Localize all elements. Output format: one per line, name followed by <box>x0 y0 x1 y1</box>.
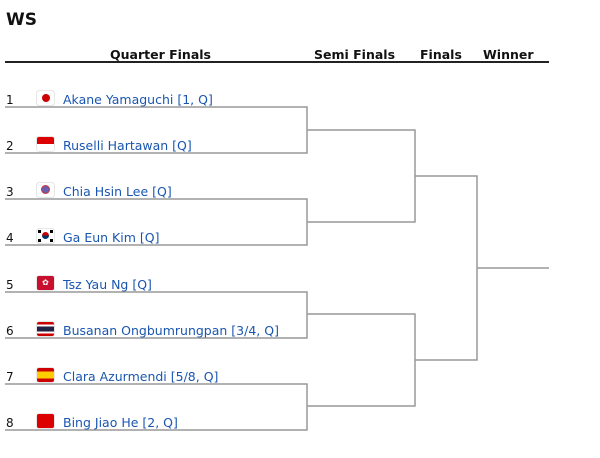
player-link[interactable]: Tsz Yau Ng [Q] <box>63 277 152 292</box>
player-link[interactable]: Ruselli Hartawan [Q] <box>63 138 192 153</box>
sf-lines <box>307 129 416 407</box>
thailand-flag-icon <box>37 322 54 336</box>
chinese-taipei-flag-icon <box>37 183 54 197</box>
seed-number: 7 <box>6 370 14 384</box>
china-flag-icon <box>37 414 54 428</box>
korea-flag-icon <box>37 229 54 243</box>
player-link[interactable]: Clara Azurmendi [5/8, Q] <box>63 369 219 384</box>
indonesia-flag-icon <box>37 137 54 151</box>
japan-flag-icon <box>37 91 54 105</box>
hong-kong-flag-icon: ✿ <box>37 276 54 290</box>
seed-number: 4 <box>6 231 14 245</box>
player-link[interactable]: Ga Eun Kim [Q] <box>63 230 160 245</box>
header-finals: Finals <box>420 47 462 62</box>
player-link[interactable]: Busanan Ongbumrungpan [3/4, Q] <box>63 323 279 338</box>
header-winner: Winner <box>483 47 534 62</box>
seed-number: 8 <box>6 416 14 430</box>
header-semi-finals: Semi Finals <box>314 47 396 62</box>
event-title: WS <box>6 10 37 30</box>
header-quarter-finals: Quarter Finals <box>110 47 211 62</box>
seed-number: 2 <box>6 139 14 153</box>
player-link[interactable]: Bing Jiao He [2, Q] <box>63 415 178 430</box>
header-underline <box>5 61 549 63</box>
spain-flag-icon <box>37 368 54 382</box>
player-link[interactable]: Chia Hsin Lee [Q] <box>63 184 172 199</box>
seed-number: 1 <box>6 93 14 107</box>
final-lines <box>415 175 478 361</box>
seed-number: 5 <box>6 278 14 292</box>
seed-number: 6 <box>6 324 14 338</box>
player-link[interactable]: Akane Yamaguchi [1, Q] <box>63 92 213 107</box>
seed-number: 3 <box>6 185 14 199</box>
